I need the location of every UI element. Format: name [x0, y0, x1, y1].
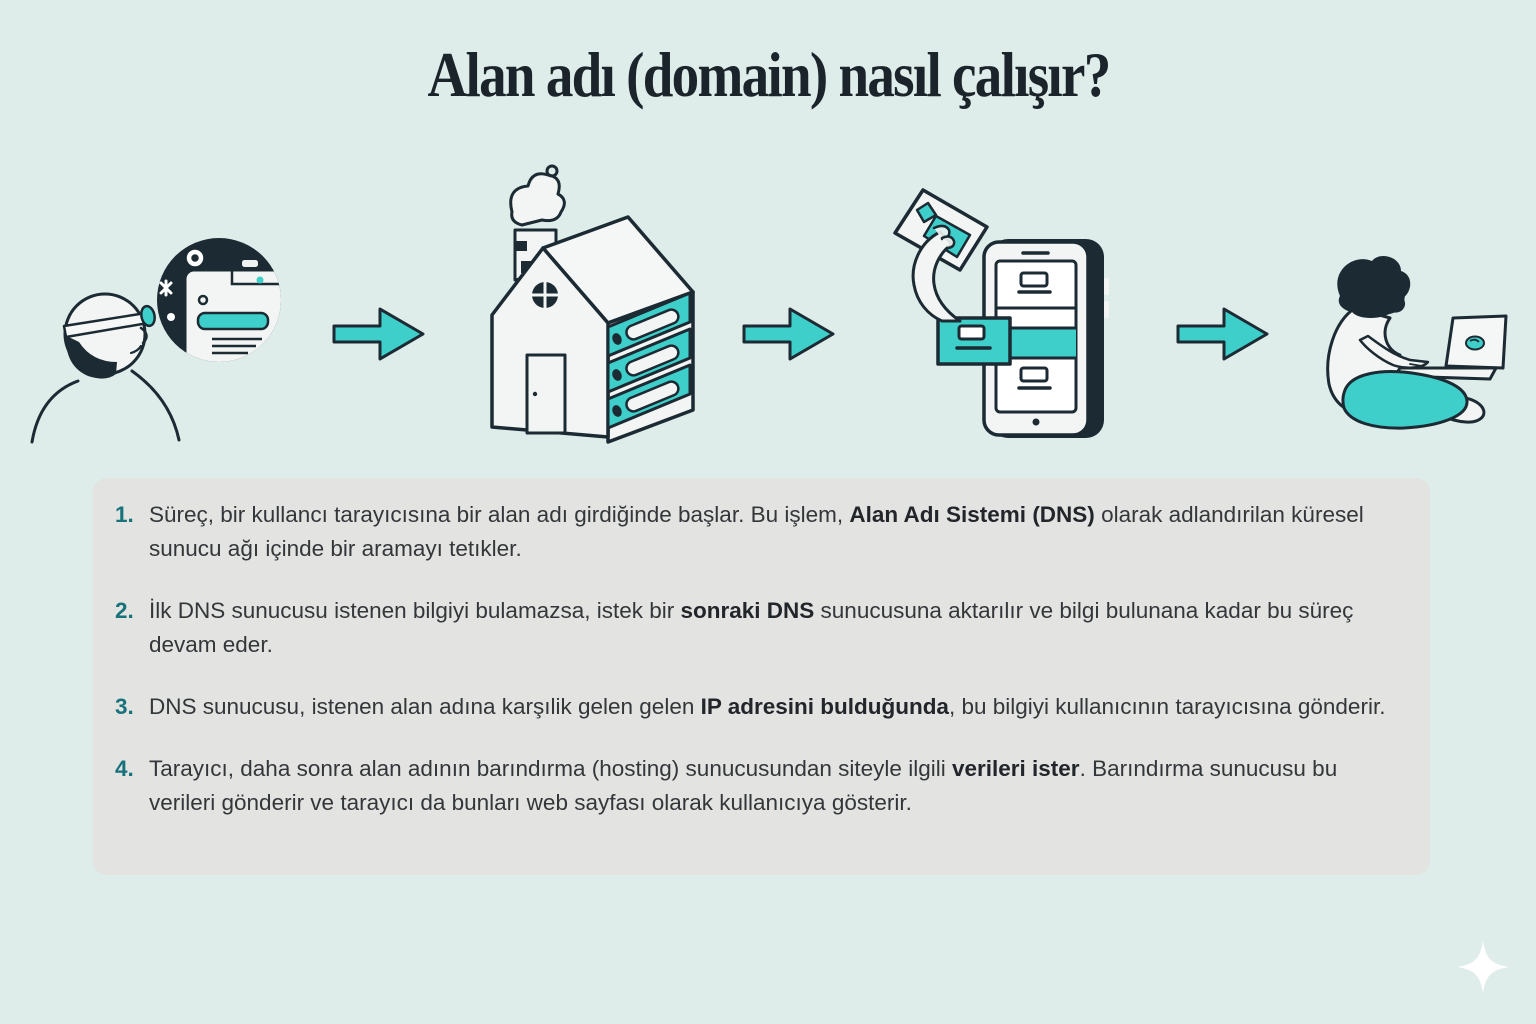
arrow-right-icon — [328, 298, 428, 370]
step-text: Süreç, bir kullancı tarayıcısına bir ala… — [149, 498, 1400, 566]
step-text-segment-bold: Alan Adı Sistemi (DNS) — [849, 502, 1095, 527]
steps-panel: 1. Süreç, bir kullancı tarayıcısına bir … — [93, 478, 1430, 875]
arrow-right-icon — [1172, 298, 1272, 370]
arrow-right-icon — [738, 298, 838, 370]
step-text-segment: olarak adlandırilan küresel sunucu ağı i… — [149, 502, 1364, 561]
step-number: 1. — [115, 502, 134, 527]
step-number: 2. — [115, 598, 134, 623]
step-number: 4. — [115, 756, 134, 781]
step-item-1: 1. Süreç, bir kullancı tarayıcısına bir … — [115, 498, 1400, 566]
page-title: Alan adı (domain) nasıl çalışır? — [427, 39, 1111, 110]
house-server-icon — [460, 150, 740, 460]
step-item-3: 3. DNS sunucusu, istenen alan adına karş… — [115, 690, 1400, 724]
user-headlamp-browser-icon — [20, 230, 320, 460]
step-text-segment-bold: verileri ister — [951, 756, 1080, 781]
phone-file-drawer-icon — [880, 180, 1140, 460]
step-text-segment-bold: sonraki DNS — [680, 598, 815, 623]
step-text-segment: Tarayıcı, daha sonra alan adının barındı… — [149, 756, 952, 781]
step-text-segment: . Barındırma sunucusu bu verileri gönder… — [149, 756, 1338, 815]
step-text-segment: Süreç, bir kullancı tarayıcısına bir ala… — [149, 502, 850, 527]
step-number: 3. — [115, 694, 134, 719]
step-text-segment: İlk DNS sunucusu istenen bilgiyi bulamaz… — [149, 598, 681, 623]
step-text: Tarayıcı, daha sonra alan adının barındı… — [149, 752, 1400, 820]
step-text-segment-bold: IP adresini bulduğunda — [700, 694, 949, 719]
step-text: DNS sunucusu, istenen alan adına karşıli… — [149, 690, 1400, 724]
step-item-4: 4. Tarayıcı, daha sonra alan adının barı… — [115, 752, 1400, 820]
step-text-segment: , bu bilgiyi kullanıcının tarayıcısına g… — [948, 694, 1386, 719]
step-text-segment: sunucusuna aktarılır ve bilgi bulunana k… — [149, 598, 1354, 657]
step-text: İlk DNS sunucusu istenen bilgiyi bulamaz… — [149, 594, 1400, 662]
step-item-2: 2. İlk DNS sunucusu istenen bilgiyi bula… — [115, 594, 1400, 662]
person-laptop-icon — [1300, 240, 1536, 460]
step-text-segment: DNS sunucusu, istenen alan adına karşıli… — [149, 694, 701, 719]
sparkle-icon — [1455, 939, 1511, 995]
